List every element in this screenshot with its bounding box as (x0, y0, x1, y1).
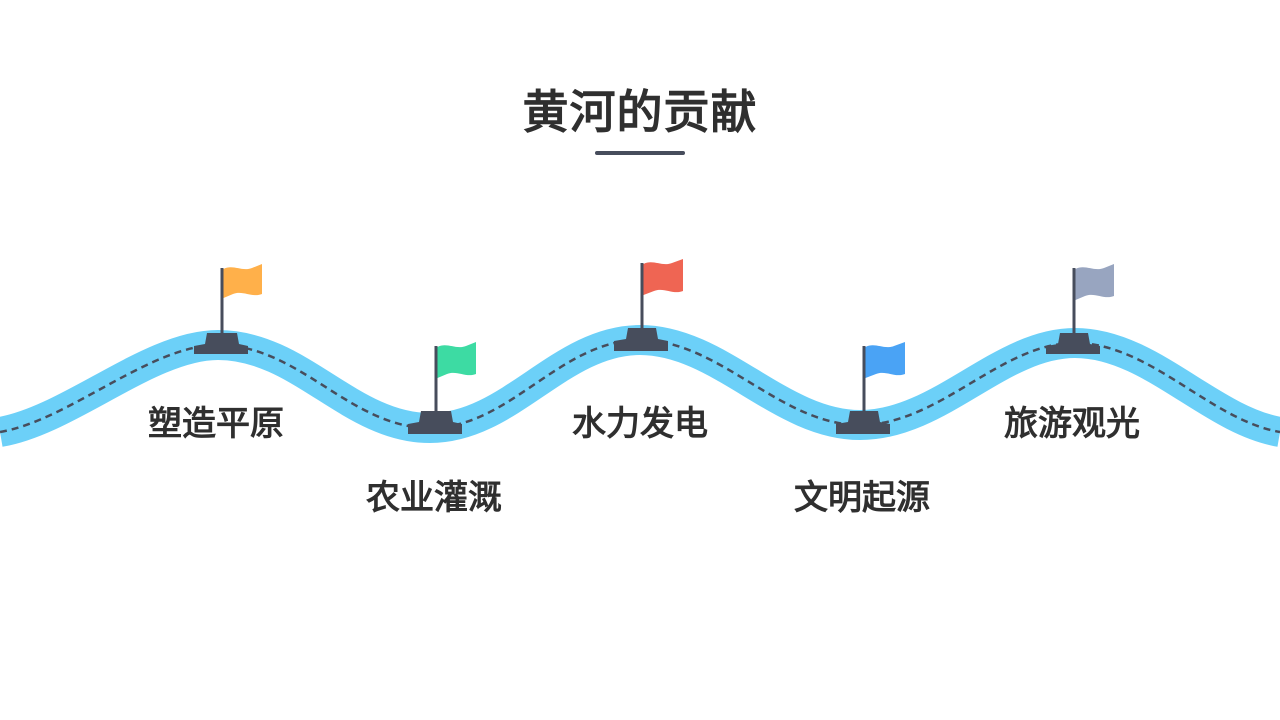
title-underline (595, 151, 685, 155)
flag-pole (434, 346, 438, 412)
flag-base (614, 328, 668, 351)
flag-pole (220, 268, 224, 334)
flag-pole (640, 263, 644, 329)
milestone-label-5: 旅游观光 (1004, 404, 1140, 444)
flag-pole (862, 346, 866, 412)
milestone-label-1: 塑造平原 (148, 404, 284, 444)
flag-pole (1072, 268, 1076, 334)
milestone-5 (1046, 264, 1114, 354)
flag-icon (223, 264, 262, 298)
flag-icon (437, 342, 476, 378)
milestone-label-3: 水力发电 (572, 404, 708, 444)
flag-icon (1075, 264, 1114, 300)
milestone-label-2: 农业灌溉 (366, 478, 502, 518)
flag-icon (865, 342, 905, 378)
milestone-2 (408, 342, 476, 434)
flag-icon (643, 259, 683, 295)
page-title: 黄河的贡献 (522, 85, 758, 139)
milestone-1 (194, 264, 262, 354)
flag-base (194, 333, 248, 354)
flag-base (1046, 333, 1100, 354)
milestone-3 (614, 259, 683, 351)
flag-base (408, 411, 462, 434)
flag-base (836, 411, 890, 434)
milestone-label-4: 文明起源 (794, 478, 930, 518)
milestone-4 (836, 342, 905, 434)
